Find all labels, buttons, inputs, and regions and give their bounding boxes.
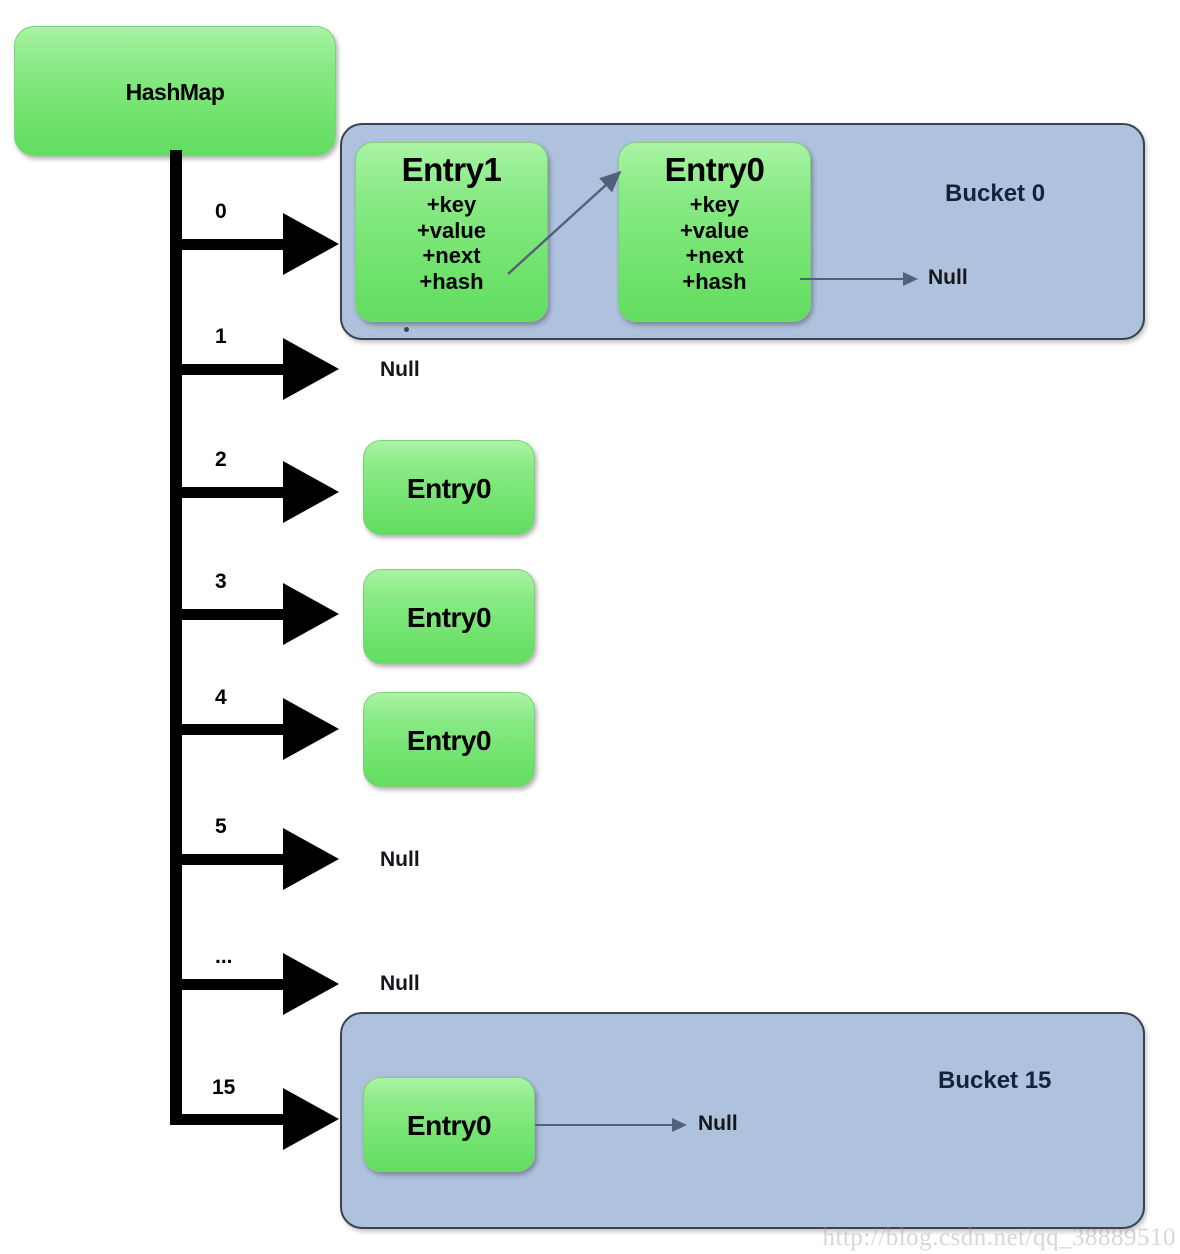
branch-line-1: [180, 364, 285, 375]
index-label-ellipsis: ...: [215, 945, 233, 968]
index-label-15: 15: [212, 1076, 236, 1099]
entry0-detail-node[interactable]: Entry0 +key +value +next +hash: [618, 142, 811, 322]
branch-arrow-1: [283, 338, 339, 400]
branch-line-15: [180, 1114, 285, 1125]
bucket15-null-label: Null: [698, 1112, 738, 1135]
bucket-array-spine: [170, 150, 182, 1125]
hashmap-label: HashMap: [125, 79, 225, 105]
entry0-row2-title: Entry0: [406, 473, 492, 504]
entry0-bucket15-node[interactable]: Entry0: [363, 1077, 535, 1172]
entry1-field-value: +value: [416, 217, 487, 243]
entry0-next-null-line: [800, 278, 905, 280]
index-label-4: 4: [215, 686, 227, 709]
branch-line-0: [180, 239, 285, 250]
entry0-row3-node[interactable]: Entry0: [363, 569, 535, 664]
entry1-title: Entry1: [401, 151, 502, 188]
branch-arrow-3: [283, 583, 339, 645]
index-label-0: 0: [215, 200, 227, 223]
bucket-0-label: Bucket 0: [945, 180, 1046, 207]
entry1-field-next: +next: [422, 243, 481, 269]
branch-line-4: [180, 724, 285, 735]
bucket0-dot: [404, 327, 409, 332]
branch-arrow-5: [283, 828, 339, 890]
index-label-3: 3: [215, 570, 227, 593]
bucket-15-label: Bucket 15: [938, 1067, 1052, 1094]
entry1-node[interactable]: Entry1 +key +value +next +hash: [355, 142, 548, 322]
hashmap-node[interactable]: HashMap: [14, 26, 336, 156]
branch-arrow-15: [283, 1088, 339, 1150]
branch-arrow-ellipsis: [283, 953, 339, 1015]
entry1-next-pointer-arrow: [507, 170, 622, 275]
watermark-text: http://blog.csdn.net/qq_38889510: [822, 1224, 1176, 1251]
bucket0-null-label: Null: [928, 266, 968, 289]
entry0-detail-title: Entry0: [664, 151, 765, 188]
entry0-row4-node[interactable]: Entry0: [363, 692, 535, 787]
branch-arrow-2: [283, 461, 339, 523]
row-1-null-label: Null: [380, 358, 420, 381]
branch-arrow-4: [283, 698, 339, 760]
row-5-null-label: Null: [380, 848, 420, 871]
entry1-field-hash: +hash: [419, 268, 484, 294]
index-label-1: 1: [215, 325, 227, 348]
index-label-5: 5: [215, 815, 227, 838]
entry0-bucket15-null-arrowhead: [672, 1118, 687, 1132]
branch-line-2: [180, 487, 285, 498]
entry1-fields: +key +value +next +hash: [356, 192, 547, 294]
entry0-row3-title: Entry0: [406, 602, 492, 633]
entry0-bucket15-null-line: [535, 1124, 675, 1126]
index-label-2: 2: [215, 448, 227, 471]
entry0-row4-title: Entry0: [406, 725, 492, 756]
branch-line-ellipsis: [180, 979, 285, 990]
branch-line-3: [180, 609, 285, 620]
branch-arrow-0: [283, 213, 339, 275]
entry1-field-key: +key: [426, 192, 477, 217]
entry0-detail-field-next: +next: [685, 243, 744, 269]
entry0-detail-field-key: +key: [689, 192, 740, 217]
entry0-detail-field-hash: +hash: [682, 268, 747, 294]
entry0-detail-fields: +key +value +next +hash: [619, 192, 810, 294]
entry0-row2-node[interactable]: Entry0: [363, 440, 535, 535]
branch-line-5: [180, 854, 285, 865]
entry0-bucket15-title: Entry0: [406, 1110, 492, 1141]
row-ellipsis-null-label: Null: [380, 972, 420, 995]
entry0-next-null-arrowhead: [903, 272, 918, 286]
entry0-detail-field-value: +value: [679, 217, 750, 243]
